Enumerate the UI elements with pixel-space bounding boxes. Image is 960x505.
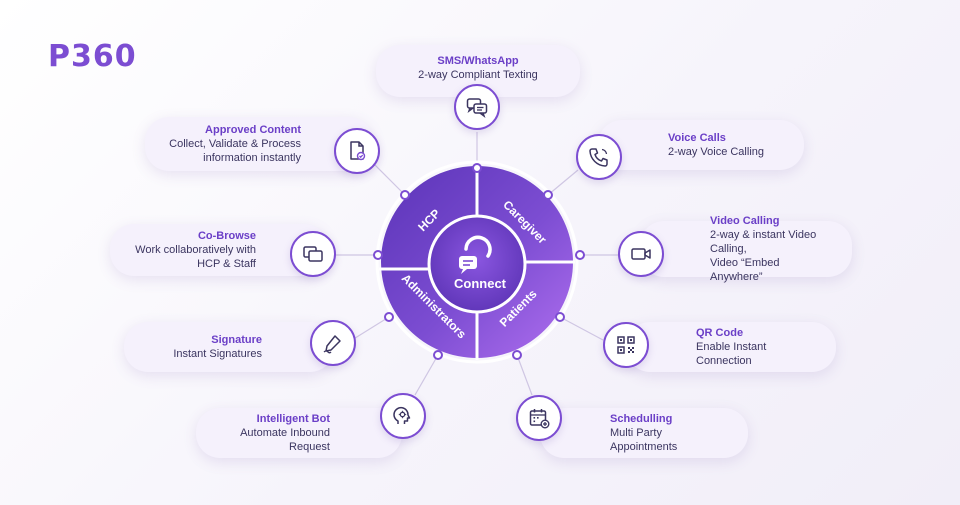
feature-title: Voice Calls xyxy=(668,132,726,144)
feature-desc: Multi Party Appointments xyxy=(610,427,678,453)
feature-title: Schedulling xyxy=(610,413,673,425)
phone-icon xyxy=(589,148,608,167)
feature-card-qr-code: QR Code Enable Instant Connection xyxy=(626,322,836,372)
feature-desc-line-2: Video “Embed Anywhere” xyxy=(710,257,780,283)
feature-title: Signature xyxy=(211,334,262,346)
feature-title: Approved Content xyxy=(205,124,301,136)
bot-head-icon xyxy=(393,406,411,424)
feature-title: SMS/WhatsApp xyxy=(437,55,519,67)
windows-icon xyxy=(303,246,323,262)
feature-icon-co-browse xyxy=(290,231,336,277)
feature-desc: 2-way Compliant Texting xyxy=(418,69,538,81)
feature-card-signature: Signature Instant Signatures xyxy=(124,322,334,372)
feature-card-intelligent-bot: Intelligent Bot Automate Inbound Request xyxy=(196,408,402,458)
feature-card-video-calling: Video Calling 2-way & instant Video Call… xyxy=(640,215,852,283)
hub-segment-dividers xyxy=(379,164,575,360)
connector-lines xyxy=(335,132,618,396)
feature-card-scheduling: Schedulling Multi Party Appointments xyxy=(540,408,748,458)
chat-bubble-icon xyxy=(459,235,492,274)
logo-text: P360 xyxy=(48,39,137,70)
feature-desc: Automate Inbound Request xyxy=(240,427,330,453)
feature-desc-line-2: HCP & Staff xyxy=(197,258,256,270)
feature-icon-video-calling xyxy=(618,231,664,277)
feature-desc: Enable Instant Connection xyxy=(696,341,767,367)
pen-icon xyxy=(323,335,341,354)
feature-icon-qr-code xyxy=(603,322,649,368)
video-camera-icon xyxy=(631,248,651,260)
feature-card-voice-calls: Voice Calls 2-way Voice Calling xyxy=(598,120,804,170)
feature-desc-line-1: 2-way & instant Video Calling, xyxy=(710,229,817,255)
feature-icon-scheduling xyxy=(516,395,562,441)
feature-title: Co-Browse xyxy=(197,230,256,242)
feature-title: QR Code xyxy=(696,327,744,339)
calendar-icon xyxy=(529,409,550,429)
feature-title: Video Calling xyxy=(710,215,780,227)
feature-desc-line-2: information instantly xyxy=(203,152,301,164)
hub-ring-border xyxy=(375,160,579,364)
document-check-icon xyxy=(350,141,366,161)
feature-desc-line-1: Work collaboratively with xyxy=(135,244,256,256)
feature-desc-line-1: Collect, Validate & Process xyxy=(169,138,301,150)
feature-desc: Instant Signatures xyxy=(173,348,262,360)
feature-title: Intelligent Bot xyxy=(256,413,330,425)
connector-nodes xyxy=(373,163,585,360)
p360-logo: P360 xyxy=(48,39,137,70)
feature-icon-sms xyxy=(454,84,500,130)
feature-icon-signature xyxy=(310,320,356,366)
messages-icon xyxy=(466,98,488,119)
feature-icon-approved-content xyxy=(334,128,380,174)
feature-icon-voice-calls xyxy=(576,134,622,180)
feature-icon-intelligent-bot xyxy=(380,393,426,439)
qr-code-icon xyxy=(617,336,635,354)
feature-desc: 2-way Voice Calling xyxy=(668,146,764,158)
hub-center-label: Connect xyxy=(454,276,506,291)
